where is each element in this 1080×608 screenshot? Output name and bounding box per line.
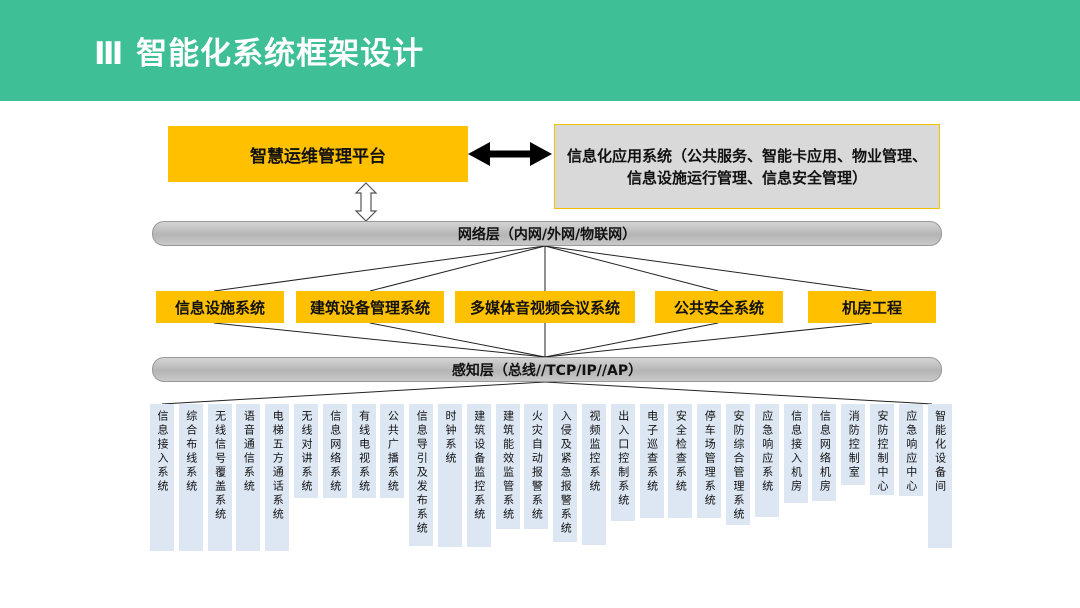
header-banner: Ⅲ 智能化系统框架设计 — [0, 0, 1080, 101]
leaf-system-column: 消防控制室 — [841, 404, 866, 485]
leaf-system-column: 电子巡查系统 — [639, 404, 664, 518]
leaf-system-column: 智能化设备间 — [927, 404, 952, 548]
leaf-system-column: 应急响应中心 — [898, 404, 923, 496]
bidirectional-arrow-vertical — [354, 182, 378, 222]
ops-platform-box: 智慧运维管理平台 — [168, 126, 468, 182]
network-fan-lines — [213, 245, 873, 292]
leaf-system-column: 安防控制中心 — [870, 404, 894, 495]
leaf-system-column: 入侵及紧急报警系统 — [553, 404, 578, 542]
leaf-fan-lines — [161, 381, 933, 405]
leaf-system-column: 信息导引及发布系统 — [409, 404, 434, 546]
sensing-fan-lines — [213, 322, 873, 358]
leaf-system-column: 信息网络系统 — [322, 404, 347, 498]
subsystem-machine-room: 机房工程 — [808, 291, 936, 323]
leaf-system-column: 信息接入机房 — [783, 404, 808, 503]
leaf-system-column: 建筑能效监管系统 — [495, 404, 520, 529]
subsystem-multimedia-conference: 多媒体音视频会议系统 — [455, 291, 635, 323]
page-title: Ⅲ 智能化系统框架设计 — [94, 36, 425, 72]
subsystem-building-equipment: 建筑设备管理系统 — [296, 291, 444, 323]
info-apps-box: 信息化应用系统（公共服务、智能卡应用、物业管理、信息设施运行管理、信息安全管理） — [554, 124, 940, 209]
leaf-system-column: 时钟系统 — [438, 404, 462, 547]
leaf-system-column: 应急响应系统 — [754, 404, 779, 517]
leaf-system-column: 语音通信系统 — [236, 404, 261, 551]
subsystem-public-security: 公共安全系统 — [655, 291, 783, 323]
network-layer-bar: 网络层（内网/外网/物联网） — [152, 221, 942, 246]
leaf-system-column: 综合布线系统 — [178, 404, 203, 551]
leaf-system-column: 信息网络机房 — [812, 404, 837, 501]
leaf-system-column: 信息接入系统 — [150, 404, 174, 551]
leaf-system-column: 无线信号覆盖系统 — [207, 404, 232, 551]
subsystem-info-facility: 信息设施系统 — [156, 291, 284, 323]
leaf-system-column: 安全检查系统 — [668, 404, 693, 518]
leaf-system-column: 安防综合管理系统 — [726, 404, 750, 525]
leaf-system-column: 有线电视系统 — [351, 404, 376, 498]
leaf-system-column: 公共广播系统 — [380, 404, 405, 498]
sensing-layer-bar: 感知层（总线//TCP/IP//AP） — [152, 357, 942, 382]
leaf-system-column: 火灾自动报警系统 — [524, 404, 549, 529]
bidirectional-arrow-black — [468, 142, 552, 166]
leaf-system-column: 停车场管理系统 — [697, 404, 722, 518]
leaf-system-column: 建筑设备监控系统 — [466, 404, 491, 547]
leaf-system-column: 出入口控制系统 — [610, 404, 635, 521]
leaf-system-column: 电梯五方通话系统 — [265, 404, 290, 551]
leaf-system-column: 无线对讲系统 — [294, 404, 318, 498]
leaf-system-column: 视频监控系统 — [582, 404, 606, 545]
